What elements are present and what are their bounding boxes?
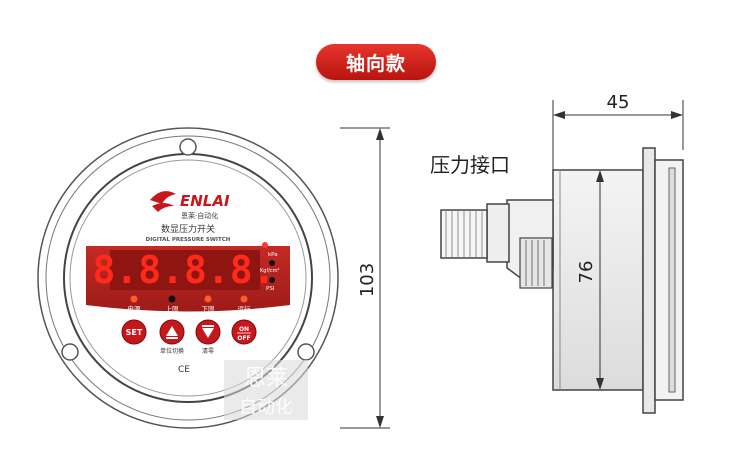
ce-mark: CE [178, 365, 190, 375]
display-window [110, 250, 260, 290]
dim-76-label: 76 [576, 261, 597, 284]
flange-side [642, 147, 656, 414]
down-button[interactable] [195, 319, 221, 345]
unit-kpa: kPa [268, 252, 278, 258]
dimension-103: 103 [340, 127, 390, 429]
front-view: ENLAI 恩莱·自动化 数显压力开关 DIGITAL PRESSURE SWI… [37, 127, 339, 429]
led-run [240, 295, 248, 303]
unit-led-psi [269, 277, 275, 283]
led-lower [204, 295, 212, 303]
brand-subtitle: 恩莱·自动化 [181, 211, 218, 220]
brand-logo-icon [150, 191, 176, 212]
unit-psi: PSI [266, 286, 275, 292]
title-badge: 轴向款 [316, 44, 436, 80]
pressure-port-label: 压力接口 [430, 153, 510, 177]
flange-inner [45, 135, 331, 421]
on-off-button[interactable]: ON OFF [231, 319, 257, 345]
unit-led-kpa [262, 242, 268, 248]
mount-hole-left [61, 343, 79, 361]
led-upper [168, 295, 176, 303]
triangle-up-icon [166, 326, 178, 336]
caption-unit-switch: 单位切换 [160, 347, 184, 355]
indicator-upper: 上限 [166, 304, 180, 313]
watermark-line2: 自动化 [239, 397, 293, 418]
set-button[interactable]: SET [121, 319, 147, 345]
display-digits: 8.8.8.8. [92, 248, 275, 292]
device-title-en: DIGITAL PRESSURE SWITCH [146, 237, 231, 243]
housing [552, 169, 644, 391]
up-button[interactable] [159, 319, 185, 345]
indicator-lower: 下限 [202, 304, 216, 313]
side-view: 压力接口 45 76 [430, 92, 684, 414]
watermark-line1: 恩莱 [244, 366, 288, 391]
brand-name: ENLAI [180, 192, 230, 210]
set-button-label: SET [126, 328, 143, 337]
hex-nut [486, 203, 510, 263]
mount-hole-right [297, 343, 315, 361]
device-title: 数显压力开关 [161, 223, 215, 235]
dim-45-label: 45 [607, 92, 630, 113]
indicator-power: 电源 [128, 304, 142, 313]
led-power [130, 295, 138, 303]
on-label: ON [239, 326, 249, 333]
unit-kgf: Kgf/cm² [260, 268, 280, 274]
caption-zero: 清零 [202, 347, 214, 355]
mount-hole-top [179, 138, 197, 156]
off-label: OFF [237, 335, 250, 342]
triangle-down-icon [202, 328, 214, 338]
watermark-box [224, 360, 308, 420]
indicator-run: 运行 [238, 304, 252, 313]
dim-103-label: 103 [357, 263, 378, 297]
knurled-nut [519, 237, 553, 289]
unit-led-kgf [269, 260, 275, 266]
